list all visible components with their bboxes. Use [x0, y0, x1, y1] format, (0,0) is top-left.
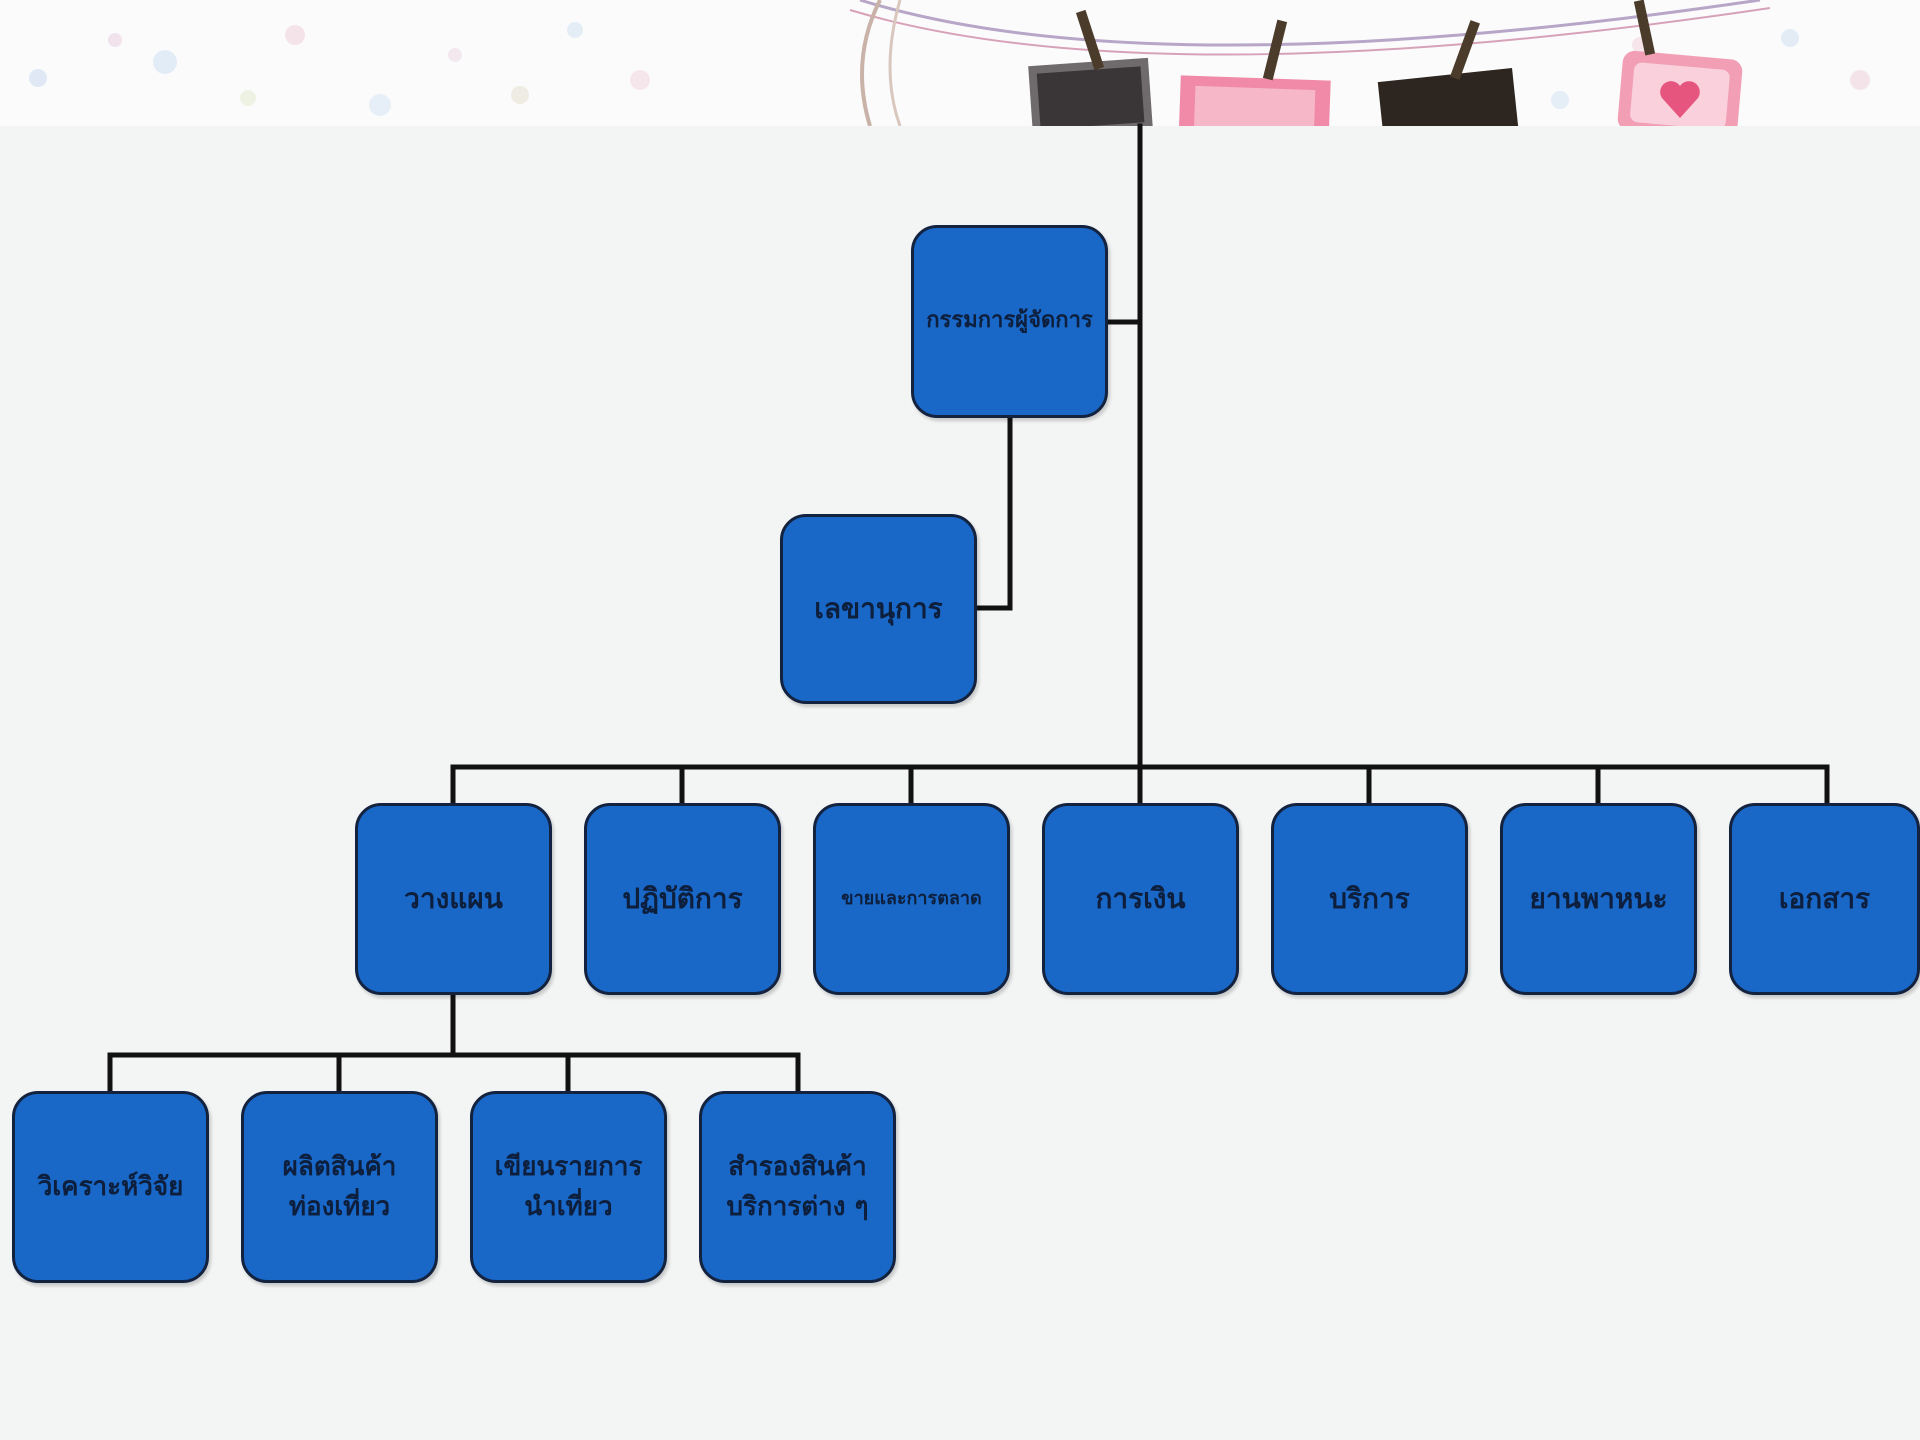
- hanging-photo-1: [1028, 9, 1153, 126]
- org-node-department-operations: ปฏิบัติการ: [584, 803, 781, 995]
- org-node-department-documents: เอกสาร: [1729, 803, 1920, 995]
- ribbon-loop: [860, 0, 882, 126]
- org-node-unit-research: วิเคราะห์วิจัย: [12, 1091, 209, 1283]
- org-node-label: เลขานุการ: [814, 592, 943, 626]
- org-node-label: เอกสาร: [1778, 882, 1871, 916]
- org-node-unit-tour-itinerary: เขียนรายการ นำเที่ยว: [470, 1091, 667, 1283]
- garland-string-secondary: [849, 7, 1771, 56]
- org-node-label: ปฏิบัติการ: [622, 882, 743, 916]
- org-node-label: ขายและการตลาด: [841, 888, 982, 910]
- org-node-label: ยานพาหนะ: [1529, 882, 1668, 916]
- org-node-label: วิเคราะห์วิจัย: [37, 1171, 184, 1202]
- org-node-department-service: บริการ: [1271, 803, 1468, 995]
- org-node-label: สำรองสินค้า บริการต่าง ๆ: [726, 1151, 869, 1222]
- org-node-unit-reservations: สำรองสินค้า บริการต่าง ๆ: [699, 1091, 896, 1283]
- hanging-photo-3: [1377, 20, 1519, 126]
- org-node-label: เขียนรายการ นำเที่ยว: [494, 1151, 643, 1222]
- org-node-label: ผลิตสินค้า ท่องเที่ยว: [282, 1151, 397, 1222]
- org-node-unit-tourism-products: ผลิตสินค้า ท่องเที่ยว: [241, 1091, 438, 1283]
- org-node-department-sales-marketing: ขายและการตลาด: [813, 803, 1010, 995]
- org-node-department-finance: การเงิน: [1042, 803, 1239, 995]
- org-node-secretary: เลขานุการ: [780, 514, 977, 704]
- org-node-label: การเงิน: [1095, 882, 1186, 916]
- garland-string: [859, 0, 1761, 47]
- hanging-photo-2: [1178, 19, 1331, 126]
- decorative-banner: [0, 0, 1920, 126]
- hanging-heart-card: [1617, 0, 1743, 126]
- org-node-department-planning: วางแผน: [355, 803, 552, 995]
- org-node-label: วางแผน: [404, 882, 503, 916]
- org-node-label: บริการ: [1329, 882, 1410, 916]
- ribbon-loop-2: [888, 0, 902, 126]
- garland-illustration: [29, 0, 1870, 126]
- org-node-managing-director: กรรมการผู้จัดการ: [911, 225, 1108, 418]
- connector-secretary: [974, 415, 1013, 611]
- org-node-label: กรรมการผู้จัดการ: [926, 308, 1093, 334]
- org-node-department-vehicles: ยานพาหนะ: [1500, 803, 1697, 995]
